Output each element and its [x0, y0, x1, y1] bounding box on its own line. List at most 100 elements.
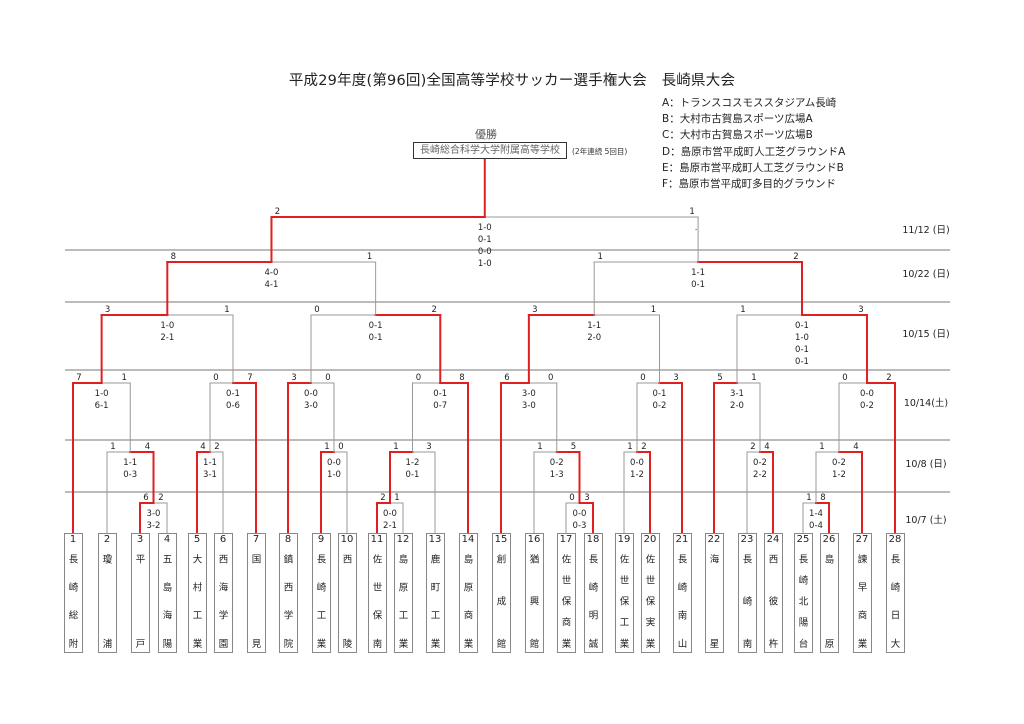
half-score: 1-1 — [587, 321, 601, 331]
score-left: 4 — [200, 442, 205, 452]
team-name: 大村工業 — [190, 554, 202, 648]
half-score: 0-1 — [795, 345, 809, 355]
team-name: 長崎南山 — [675, 554, 687, 648]
team-number: 18 — [586, 534, 600, 545]
team-number: 9 — [317, 534, 325, 545]
half-score: 0-3 — [573, 521, 587, 531]
team-name: 長崎明誠 — [586, 554, 598, 648]
team-name: 佐世保南 — [370, 554, 382, 648]
half-score: 1-2 — [630, 470, 644, 480]
team-name: 西海学園 — [216, 554, 228, 648]
team-name: 佐世保実業 — [643, 554, 655, 648]
champion-team: 長崎総合科学大学附属高等学校 — [413, 142, 567, 159]
score-right: 1 — [122, 373, 127, 383]
team-name: 平戸 — [133, 554, 145, 648]
half-score: 2-1 — [160, 333, 174, 343]
score-right: 1 — [224, 305, 229, 315]
score-right: 2 — [214, 442, 219, 452]
score-left: 0 — [314, 305, 319, 315]
champion-label: 優勝 — [475, 128, 497, 141]
score-right: 3 — [858, 305, 863, 315]
team-name: 鎮西学院 — [281, 554, 293, 648]
team-number: 25 — [796, 534, 810, 545]
half-score: 3-2 — [147, 521, 161, 531]
half-score: 1-0 — [160, 321, 174, 331]
team-number: 6 — [219, 534, 227, 545]
half-score: 3-0 — [522, 389, 536, 399]
half-score: 1-0 — [478, 259, 492, 269]
venue-e: E：島原市営平成町人工芝グラウンドB — [662, 161, 844, 174]
half-score: 0-0 — [478, 247, 492, 257]
team-number: 3 — [136, 534, 144, 545]
team-number: 11 — [370, 534, 384, 545]
venue-f: F：島原市営平成町多目的グラウンド — [662, 178, 837, 191]
half-score: 1-1 — [123, 458, 137, 468]
score-right: 1 — [689, 207, 694, 217]
score-right: 2 — [432, 305, 437, 315]
score-right: 4 — [764, 442, 769, 452]
score-left: 1 — [806, 493, 811, 503]
half-score: 0-0 — [383, 509, 397, 519]
team-name: 島原 — [822, 554, 834, 648]
score-left: 8 — [171, 252, 176, 262]
team-number: 24 — [766, 534, 780, 545]
score-left: 0 — [213, 373, 218, 383]
half-score: 1-3 — [550, 470, 564, 480]
team-number: 14 — [461, 534, 475, 545]
score-left: 2 — [380, 493, 385, 503]
half-score: 0-1 — [691, 280, 705, 290]
team-box: 18 長崎明誠 — [583, 533, 603, 653]
team-name: 島原商業 — [461, 554, 473, 648]
team-number: 15 — [494, 534, 508, 545]
team-name: 猶興館 — [527, 554, 539, 648]
match-note: . — [695, 223, 698, 233]
team-name: 長崎日大 — [888, 554, 900, 648]
half-score: 3-0 — [304, 401, 318, 411]
score-left: 6 — [143, 493, 148, 503]
half-score: 3-0 — [147, 509, 161, 519]
half-score: 2-0 — [587, 333, 601, 343]
score-left: 1 — [110, 442, 115, 452]
team-number: 20 — [643, 534, 657, 545]
half-score: 1-0 — [327, 470, 341, 480]
half-score: 3-1 — [730, 389, 744, 399]
score-right: 0 — [338, 442, 343, 452]
half-score: 0-1 — [795, 321, 809, 331]
score-right: 2 — [158, 493, 163, 503]
half-score: 0-6 — [226, 401, 240, 411]
page-title: 平成29年度(第96回)全国高等学校サッカー選手権大会 長崎県大会 — [288, 73, 736, 89]
half-score: 0-0 — [630, 458, 644, 468]
team-number: 28 — [888, 534, 902, 545]
venue-a: A：トランスコスモススタジアム長崎 — [662, 97, 837, 109]
score-left: 1 — [324, 442, 329, 452]
score-right: 4 — [145, 442, 150, 452]
team-number: 12 — [396, 534, 410, 545]
score-left: 7 — [76, 373, 81, 383]
round-date-quarterfinal: 10/15 (日) — [902, 329, 950, 340]
half-score: 6-1 — [95, 401, 109, 411]
team-number: 7 — [252, 534, 260, 545]
team-name: 創成館 — [494, 554, 506, 648]
team-number: 1 — [69, 534, 77, 545]
score-left: 5 — [717, 373, 722, 383]
team-name: 長崎南 — [740, 554, 752, 648]
half-score: 0-3 — [123, 470, 137, 480]
team-number: 22 — [707, 534, 721, 545]
team-name: 瓊浦 — [100, 554, 112, 648]
team-number: 10 — [340, 534, 354, 545]
half-score: 0-1 — [795, 357, 809, 367]
team-number: 2 — [103, 534, 111, 545]
half-score: 1-0 — [795, 333, 809, 343]
score-left: 3 — [105, 305, 110, 315]
half-score: 0-2 — [832, 458, 846, 468]
half-score: 3-0 — [522, 401, 536, 411]
score-left: 0 — [569, 493, 574, 503]
